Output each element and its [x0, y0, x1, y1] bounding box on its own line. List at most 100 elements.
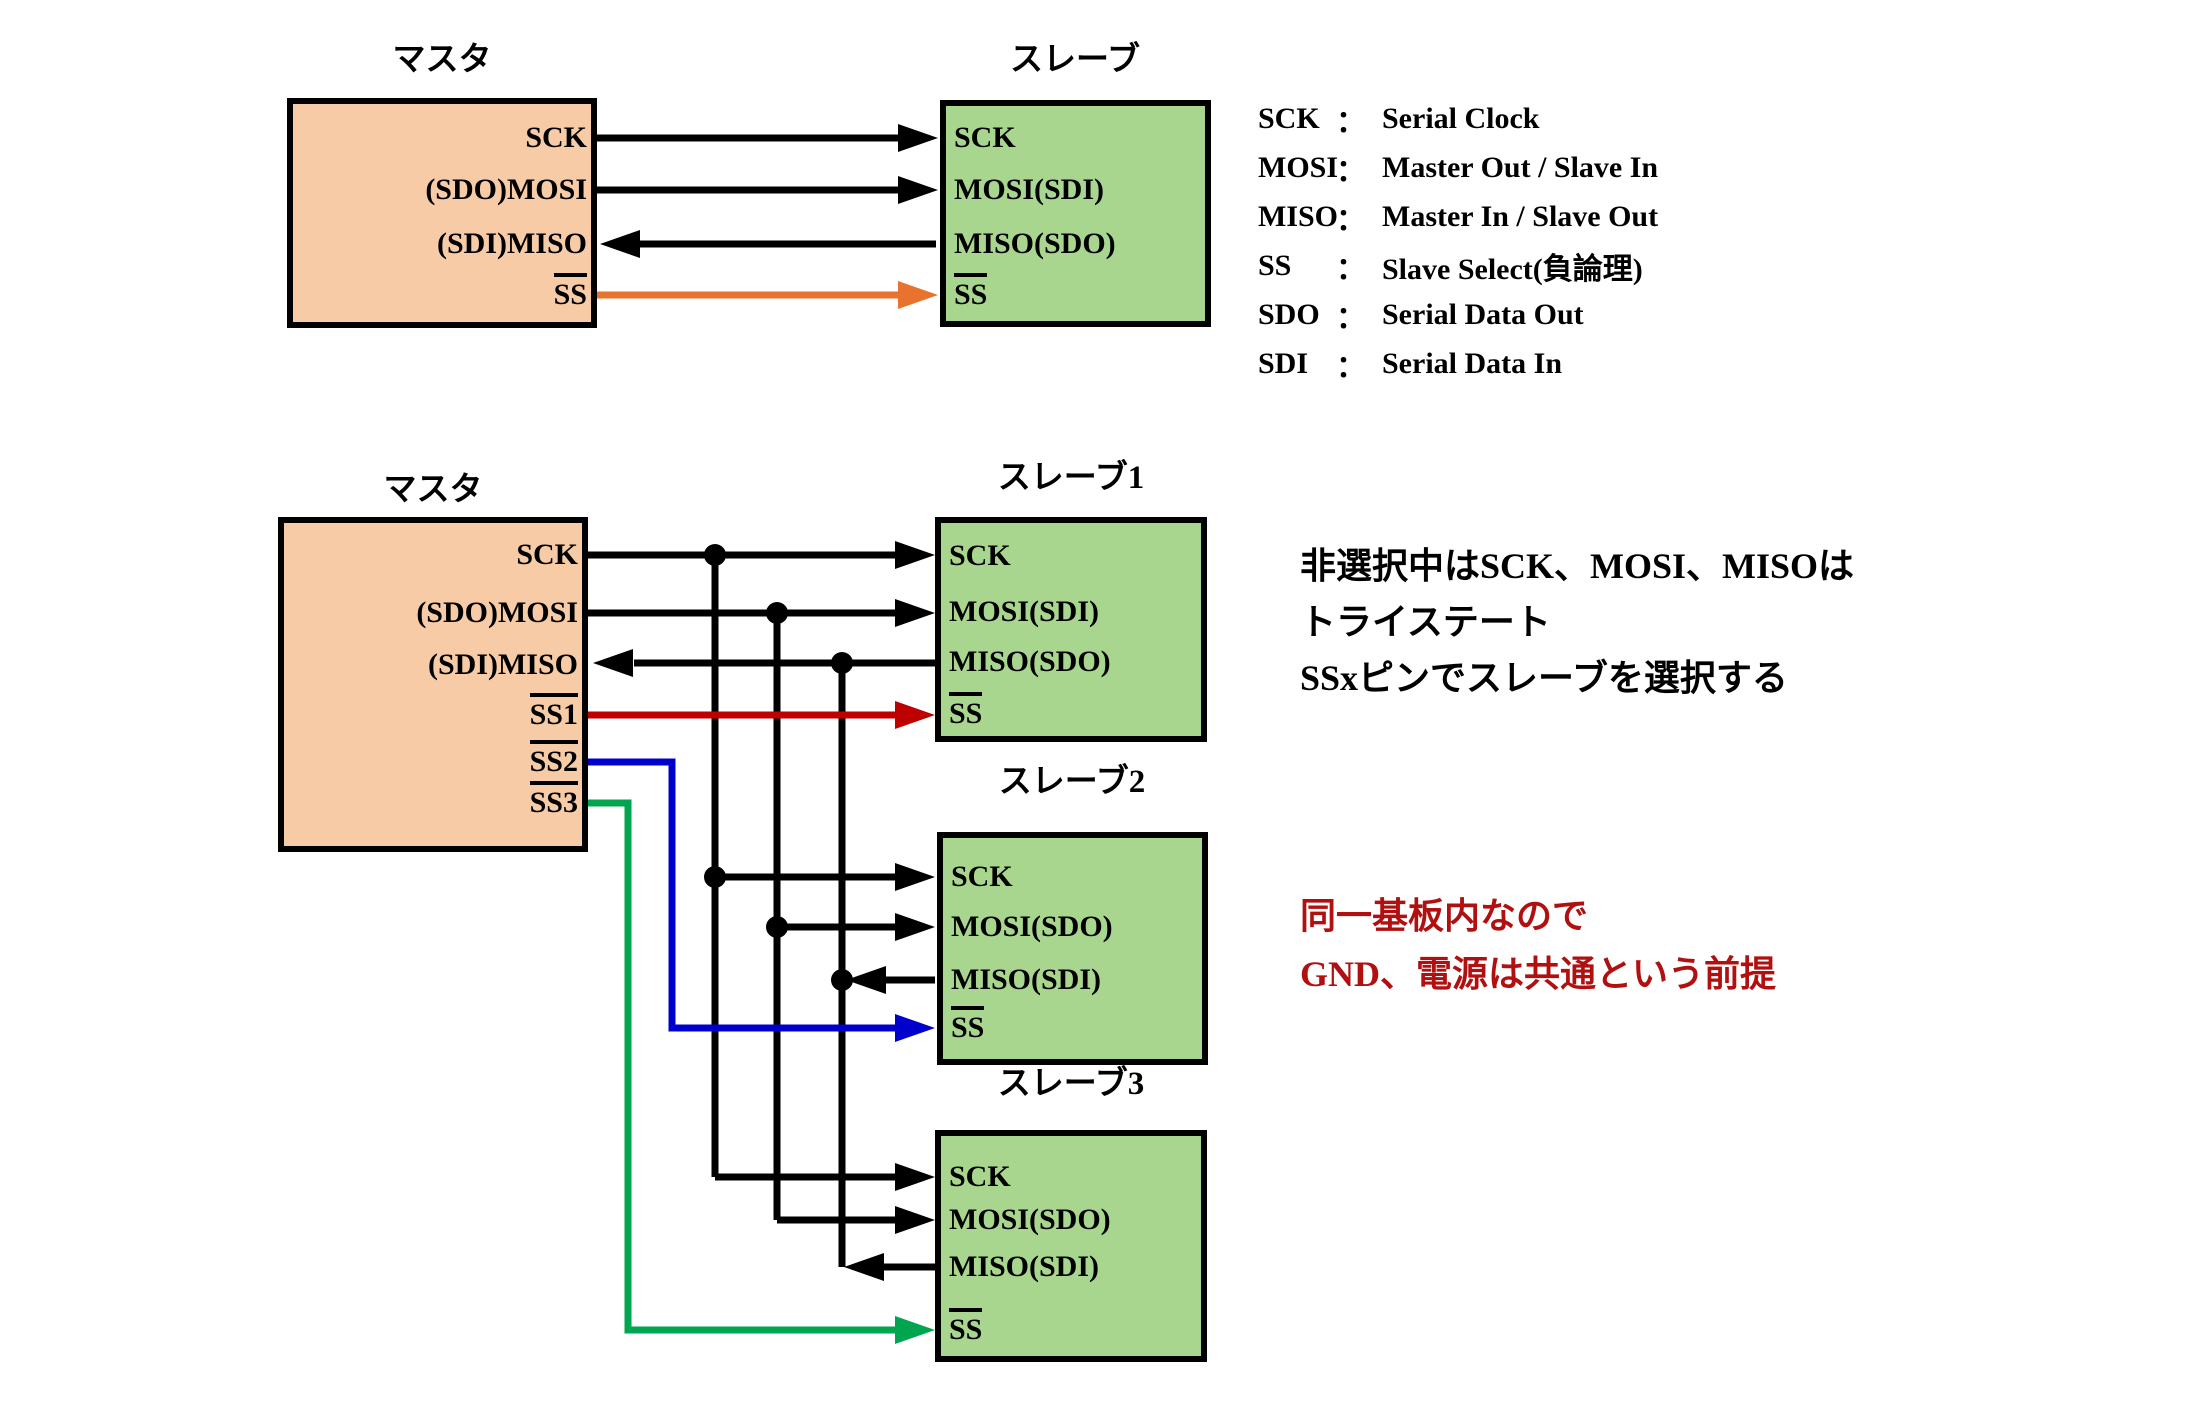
legend-def: Master Out / Slave In [1382, 150, 1659, 184]
bottom-master-pin-ss2-label: SS2 [529, 740, 578, 778]
legend-colon: ： [1336, 154, 1366, 188]
bottom-mosi-net [588, 599, 935, 1234]
bottom-master-pin-ss2: SS2 [529, 740, 578, 784]
ss3-polyline [588, 799, 900, 1334]
slave2-pin-miso: MISO(SDI) [951, 963, 1102, 996]
top-slave-pin-miso: MISO(SDO) [954, 227, 1116, 260]
legend-term: SCK [1258, 101, 1320, 135]
ss1-arrowhead-right-icon [895, 701, 935, 729]
top-master-pin-miso: (SDI)MISO [436, 227, 587, 260]
bottom-master-pin-ss3: SS3 [529, 781, 578, 825]
legend-colon: ： [1336, 350, 1366, 384]
top-mosi-arrowhead-right-icon [898, 176, 938, 204]
note-shared-board-line1: 同一基板内なので [1300, 896, 1589, 936]
legend-term: MISO [1258, 199, 1339, 233]
top-master-box: SCK (SDO)MOSI (SDI)MISO SS [287, 98, 597, 328]
mosi-arrowhead-slave2-icon [895, 913, 935, 941]
sck-junction-dot [704, 544, 726, 566]
top-slave-pin-ss-label: SS [954, 273, 988, 311]
top-ss-wire [597, 281, 938, 309]
slave2-pin-sck: SCK [951, 860, 1013, 893]
top-miso-arrowhead-left-icon [600, 230, 640, 258]
legend-row-miso: MISO ： Master In / Slave Out [1258, 192, 1658, 241]
slave1-pin-sck: SCK [949, 539, 1011, 572]
top-slave-pin-sck: SCK [954, 121, 1016, 154]
legend-def: Slave Select(負論理) [1382, 252, 1643, 286]
ss3-wire [588, 799, 935, 1344]
miso-arrowhead-slave3-icon [844, 1253, 884, 1281]
top-master-pin-ss-label: SS [553, 273, 587, 311]
slave2-pin-mosi: MOSI(SDO) [951, 910, 1113, 943]
bottom-master-pin-ss3-label: SS3 [529, 781, 578, 819]
top-sck-arrowhead-right-icon [898, 124, 938, 152]
mosi-arrowhead-slave3-icon [895, 1206, 935, 1234]
slave2-box: SCK MOSI(SDO) MISO(SDI) SS [937, 832, 1208, 1065]
bottom-sck-net [588, 541, 935, 1191]
legend-row-ss: SS ： Slave Select(負論理) [1258, 241, 1658, 290]
note-shared-board: 同一基板内なので GND、電源は共通という前提 [1300, 887, 1776, 1003]
slave1-title: スレーブ1 [997, 460, 1145, 496]
legend-term: SDO [1258, 297, 1320, 331]
mosi-arrowhead-slave1-icon [895, 599, 935, 627]
top-master-title: マスタ [392, 42, 492, 78]
top-slave-pin-ss: SS [954, 273, 988, 317]
legend-def: Master In / Slave Out [1382, 199, 1659, 233]
bottom-master-pin-mosi: (SDO)MOSI [416, 596, 578, 629]
bottom-master-pin-sck: SCK [516, 538, 578, 571]
legend-def: Serial Data Out [1382, 297, 1584, 331]
miso-junction-dot [831, 969, 853, 991]
ss2-wire [588, 758, 935, 1042]
sck-arrowhead-slave1-icon [895, 541, 935, 569]
slave1-pin-ss-label: SS [949, 692, 983, 730]
legend-colon: ： [1336, 203, 1366, 237]
slave1-box: SCK MOSI(SDI) MISO(SDO) SS [935, 517, 1207, 742]
ss3-arrowhead-right-icon [895, 1316, 935, 1344]
miso-arrowhead-slave2-icon [846, 966, 886, 994]
legend-term: MOSI [1258, 150, 1339, 184]
slave3-pin-miso: MISO(SDI) [949, 1250, 1100, 1283]
note-tristate-line2: トライステート [1300, 602, 1551, 642]
slave3-pin-sck: SCK [949, 1160, 1011, 1193]
slave1-pin-mosi: MOSI(SDI) [949, 595, 1100, 628]
top-master-pin-mosi: (SDO)MOSI [425, 173, 587, 206]
ss2-polyline [588, 758, 900, 1032]
top-miso-wire [600, 230, 936, 258]
legend-colon: ： [1336, 105, 1366, 139]
legend-row-sdo: SDO ： Serial Data Out [1258, 290, 1658, 339]
legend-colon: ： [1336, 301, 1366, 335]
top-slave-pin-mosi: MOSI(SDI) [954, 173, 1105, 206]
bottom-miso-net [593, 649, 935, 1281]
legend-term: SS [1258, 248, 1292, 282]
note-tristate-line3: SSxピンでスレーブを選択する [1300, 658, 1788, 698]
legend-term: SDI [1258, 346, 1309, 380]
mosi-junction-dot [766, 602, 788, 624]
slave1-pin-miso: MISO(SDO) [949, 645, 1111, 678]
top-sck-wire [597, 124, 938, 152]
top-slave-title: スレーブ [1009, 42, 1141, 78]
note-tristate-line1: 非選択中はSCK、MOSI、MISOは [1300, 546, 1855, 586]
note-tristate: 非選択中はSCK、MOSI、MISOは トライステート SSxピンでスレーブを選… [1300, 538, 1854, 706]
sck-junction-dot [704, 866, 726, 888]
bottom-master-title: マスタ [383, 472, 483, 508]
slave2-title: スレーブ2 [998, 764, 1146, 800]
slave3-pin-ss: SS [949, 1308, 983, 1352]
legend-def: Serial Clock [1382, 101, 1540, 135]
bottom-master-pin-ss1-label: SS1 [529, 693, 578, 731]
bottom-master-pin-miso: (SDI)MISO [427, 648, 578, 681]
top-ss-arrowhead-right-icon [898, 281, 938, 309]
slave2-pin-ss: SS [951, 1006, 985, 1050]
ss2-arrowhead-right-icon [895, 1014, 935, 1042]
signal-legend: SCK ： Serial Clock MOSI ： Master Out / S… [1258, 94, 1658, 388]
slave2-pin-ss-label: SS [951, 1006, 985, 1044]
slave3-title: スレーブ3 [997, 1066, 1145, 1102]
slave3-pin-mosi: MOSI(SDO) [949, 1203, 1111, 1236]
miso-arrowhead-master-icon [593, 649, 633, 677]
sck-arrowhead-slave2-icon [895, 863, 935, 891]
note-shared-board-line2: GND、電源は共通という前提 [1300, 954, 1776, 994]
slave1-pin-ss: SS [949, 692, 983, 736]
top-master-pin-ss: SS [553, 273, 587, 317]
top-master-pin-sck: SCK [525, 121, 587, 154]
legend-colon: ： [1336, 252, 1366, 286]
slave3-pin-ss-label: SS [949, 1308, 983, 1346]
